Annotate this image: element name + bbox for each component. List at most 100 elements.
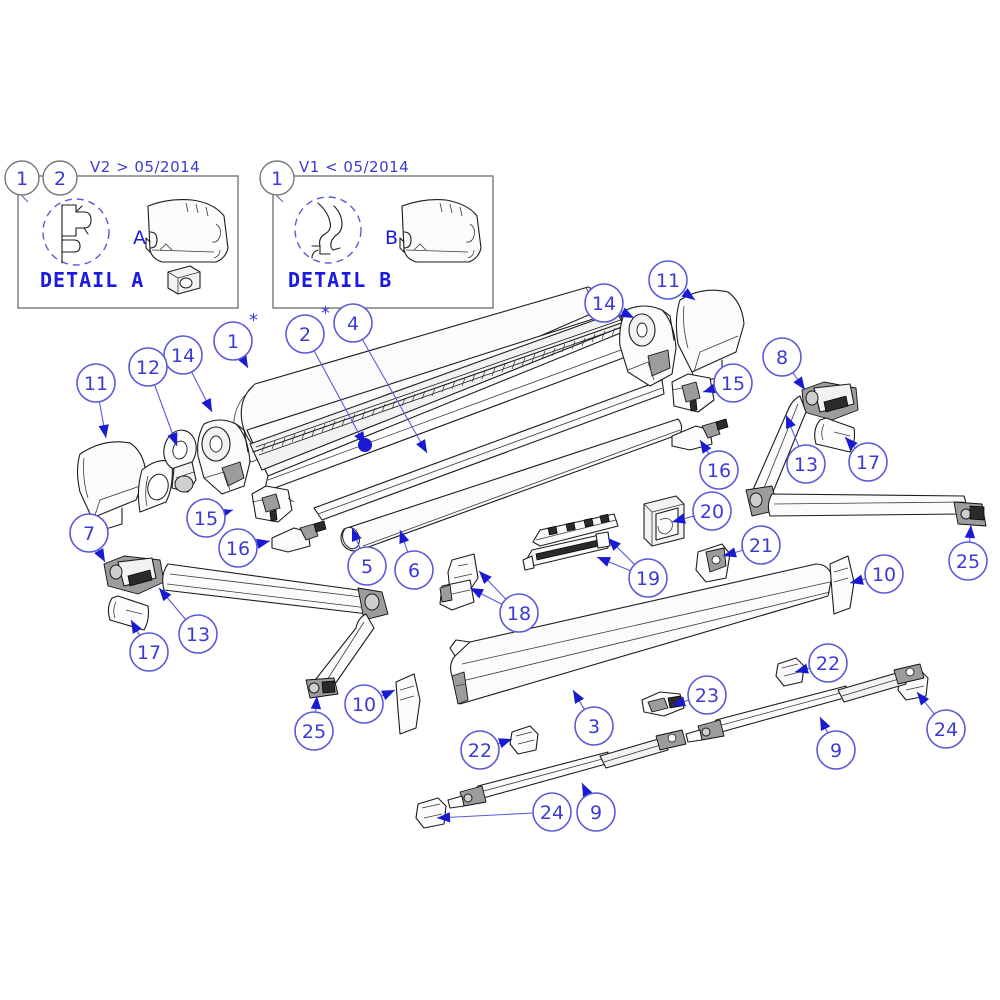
- callout-circle-14[interactable]: [163, 335, 203, 375]
- callout-12[interactable]: 12: [128, 347, 178, 447]
- callout-circle-11[interactable]: [648, 260, 688, 300]
- callout-circle-7[interactable]: [69, 513, 109, 553]
- callout-18b[interactable]: [469, 587, 503, 605]
- callout-circle-13[interactable]: [786, 444, 826, 484]
- callout-circle-5[interactable]: [347, 546, 387, 586]
- callout-circle-8[interactable]: [762, 337, 802, 377]
- callout-21[interactable]: 21: [722, 525, 781, 565]
- callout-label-16: 16: [707, 460, 731, 482]
- callout-7[interactable]: 7: [69, 513, 109, 563]
- callout-label-11: 11: [656, 270, 680, 292]
- callout-5[interactable]: 5: [347, 527, 387, 586]
- callout-6[interactable]: 6: [394, 529, 434, 590]
- callout-circle-6[interactable]: [394, 550, 434, 590]
- callout-circle-9[interactable]: [576, 792, 616, 832]
- callout-circle-10[interactable]: [864, 554, 904, 594]
- callout-circle-13[interactable]: [178, 614, 218, 654]
- callout-9[interactable]: 9: [816, 716, 856, 770]
- callout-17[interactable]: 17: [844, 436, 888, 482]
- callout-label-20: 20: [700, 501, 724, 523]
- callout-circle-9[interactable]: [816, 730, 856, 770]
- callout-14[interactable]: 14: [163, 335, 213, 413]
- callout-circle-12[interactable]: [128, 347, 168, 387]
- leader-arrow-9: [820, 717, 831, 731]
- callout-circle-4[interactable]: [333, 303, 373, 343]
- callout-circle-25[interactable]: [948, 541, 988, 581]
- callout-circle-3[interactable]: [574, 706, 614, 746]
- leader-arrow-18b: [470, 588, 484, 599]
- detail-box-b: B DETAIL B V1 < 05/2014 1: [259, 158, 494, 309]
- leader-arrow-16: [256, 538, 270, 549]
- callout-15[interactable]: 15: [702, 363, 753, 403]
- callout-label-9: 9: [590, 802, 602, 824]
- leader-arrow-3: [573, 690, 585, 704]
- callout-circle-11[interactable]: [76, 363, 116, 403]
- callout-circle-22[interactable]: [460, 730, 500, 770]
- callout-24[interactable]: 24: [916, 691, 966, 749]
- leader-arrow-24: [917, 692, 930, 706]
- callout-11[interactable]: 11: [648, 260, 696, 301]
- callout-25[interactable]: 25: [948, 524, 988, 581]
- callout-circle-18[interactable]: [499, 593, 539, 633]
- callout-16[interactable]: 16: [218, 528, 271, 568]
- callout-label-21: 21: [749, 535, 773, 557]
- callout-16[interactable]: 16: [699, 439, 739, 490]
- callout-23[interactable]: 23: [671, 675, 727, 715]
- part-rail-19b: [522, 531, 611, 571]
- part-support-arm-9b: [685, 663, 925, 743]
- callout-label-22: 22: [468, 740, 492, 762]
- callout-circle-19[interactable]: [628, 558, 668, 598]
- callout-22[interactable]: 22: [460, 730, 513, 770]
- part-fabric-roll: [340, 418, 683, 552]
- callout-11[interactable]: 11: [76, 363, 116, 439]
- callout-circle-25[interactable]: [294, 711, 334, 751]
- callout-circle-2[interactable]: [285, 314, 325, 354]
- callout-asterisk-1: *: [249, 310, 258, 331]
- callout-circle-16[interactable]: [218, 528, 258, 568]
- callout-circle-14[interactable]: [584, 283, 624, 323]
- reference-dot-item-2: [358, 438, 372, 452]
- callout-circle-21[interactable]: [741, 525, 781, 565]
- callout-1[interactable]: 1*: [213, 310, 258, 369]
- leader-arrow-17: [845, 437, 858, 451]
- callout-circle-20[interactable]: [692, 491, 732, 531]
- callout-20[interactable]: 20: [671, 491, 732, 531]
- callout-3[interactable]: 3: [572, 689, 614, 746]
- callout-circle-24[interactable]: [532, 792, 572, 832]
- callout-circle-17[interactable]: [848, 442, 888, 482]
- callout-17[interactable]: 17: [129, 619, 169, 672]
- callout-8[interactable]: 8: [762, 337, 806, 391]
- callout-2[interactable]: 2*: [285, 303, 366, 446]
- callout-circle-22[interactable]: [808, 643, 848, 683]
- callout-18[interactable]: 18: [478, 570, 539, 633]
- callout-19[interactable]: 19: [607, 537, 668, 598]
- callout-circle-10[interactable]: [344, 684, 384, 724]
- callout-label-10: 10: [872, 564, 896, 586]
- part-bracket-18b: [439, 579, 475, 611]
- callout-circle-detail-b-1[interactable]: [259, 160, 295, 196]
- callout-circle-1[interactable]: [213, 321, 253, 361]
- callout-label-detail-a-1: 1: [16, 168, 28, 190]
- callout-circle-23[interactable]: [687, 675, 727, 715]
- callout-circle-24[interactable]: [926, 709, 966, 749]
- callout-9[interactable]: 9: [576, 782, 616, 832]
- callout-4[interactable]: 4: [333, 303, 428, 454]
- callout-circle-16[interactable]: [699, 450, 739, 490]
- callout-10[interactable]: 10: [849, 554, 904, 594]
- callout-10[interactable]: 10: [344, 684, 396, 724]
- callout-24[interactable]: 24: [436, 792, 572, 832]
- callout-25[interactable]: 25: [294, 695, 334, 751]
- callout-14[interactable]: 14: [584, 283, 635, 323]
- callout-13[interactable]: 13: [158, 587, 218, 654]
- callout-22[interactable]: 22: [794, 643, 848, 683]
- part-bracket-left: [251, 485, 295, 523]
- callout-circle-15[interactable]: [713, 363, 753, 403]
- callout-19b[interactable]: [596, 556, 631, 572]
- callout-circle-15[interactable]: [186, 498, 226, 538]
- callout-circle-17[interactable]: [129, 632, 169, 672]
- callout-circle-detail-a-1[interactable]: [4, 160, 40, 196]
- part-cover-bracket-left: [395, 673, 421, 735]
- callout-circle-detail-a-2[interactable]: [42, 160, 78, 196]
- callout-15[interactable]: 15: [186, 498, 234, 538]
- callout-13[interactable]: 13: [785, 414, 826, 484]
